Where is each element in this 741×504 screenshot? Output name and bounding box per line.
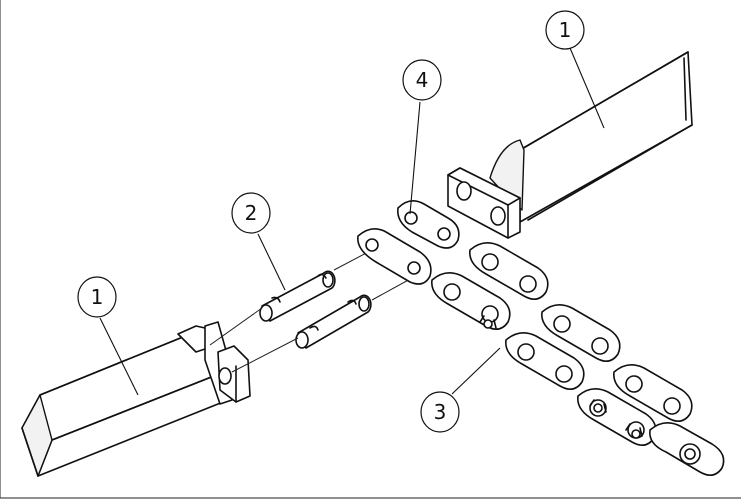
chain-cotter-pins xyxy=(479,315,643,439)
chain-link-3 xyxy=(505,332,585,390)
tooth-bar-top xyxy=(447,51,693,239)
pin-lower xyxy=(295,294,372,349)
callout-1-bottom-label: 1 xyxy=(91,285,104,309)
connecting-link xyxy=(357,200,460,285)
callout-1-top-label: 1 xyxy=(559,18,572,42)
tooth-bar-bottom xyxy=(21,321,251,477)
callout-4-label: 4 xyxy=(416,68,429,92)
callout-2: 2 xyxy=(231,192,286,291)
callout-3-label: 3 xyxy=(434,400,447,424)
roller-chain xyxy=(431,242,725,476)
callout-4: 4 xyxy=(402,59,442,215)
chain-link-6 xyxy=(613,364,693,422)
chain-link-2 xyxy=(469,242,549,300)
pin-upper xyxy=(259,270,336,322)
callout-1-bottom: 1 xyxy=(77,276,139,396)
callout-1-top: 1 xyxy=(545,10,605,129)
callout-2-label: 2 xyxy=(245,201,258,225)
callout-3: 3 xyxy=(420,347,501,433)
chain-link-4 xyxy=(541,304,621,362)
chain-end-link xyxy=(649,422,725,476)
assembly-lines xyxy=(209,249,413,373)
chain-link-1 xyxy=(431,272,511,330)
